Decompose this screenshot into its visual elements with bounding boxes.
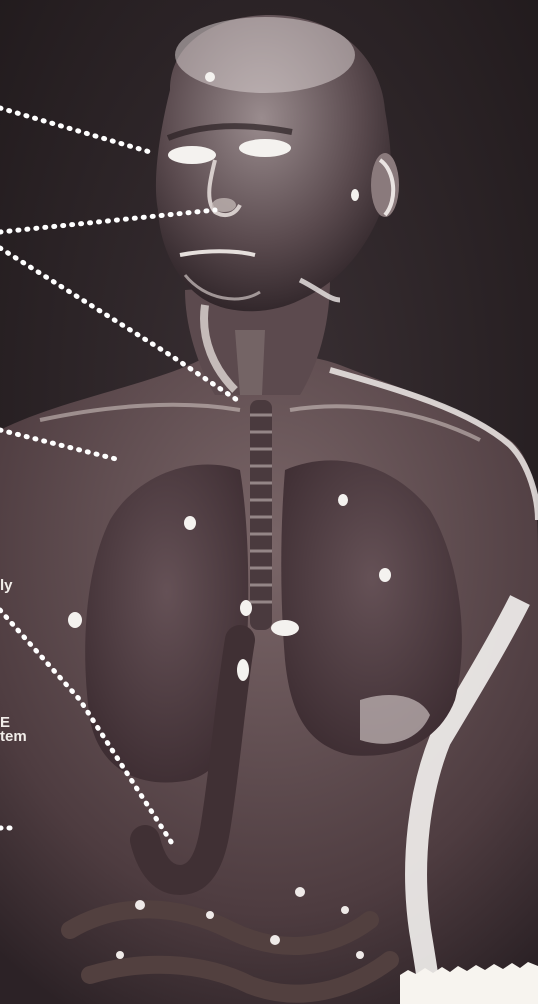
left-eye <box>168 146 216 164</box>
right-eye <box>239 139 291 157</box>
throat <box>235 330 265 395</box>
trachea <box>250 400 272 630</box>
scalp-highlight <box>175 17 355 93</box>
cutoff-label-ly: ly <box>0 577 13 594</box>
cutoff-label-tem: tem <box>0 728 27 745</box>
